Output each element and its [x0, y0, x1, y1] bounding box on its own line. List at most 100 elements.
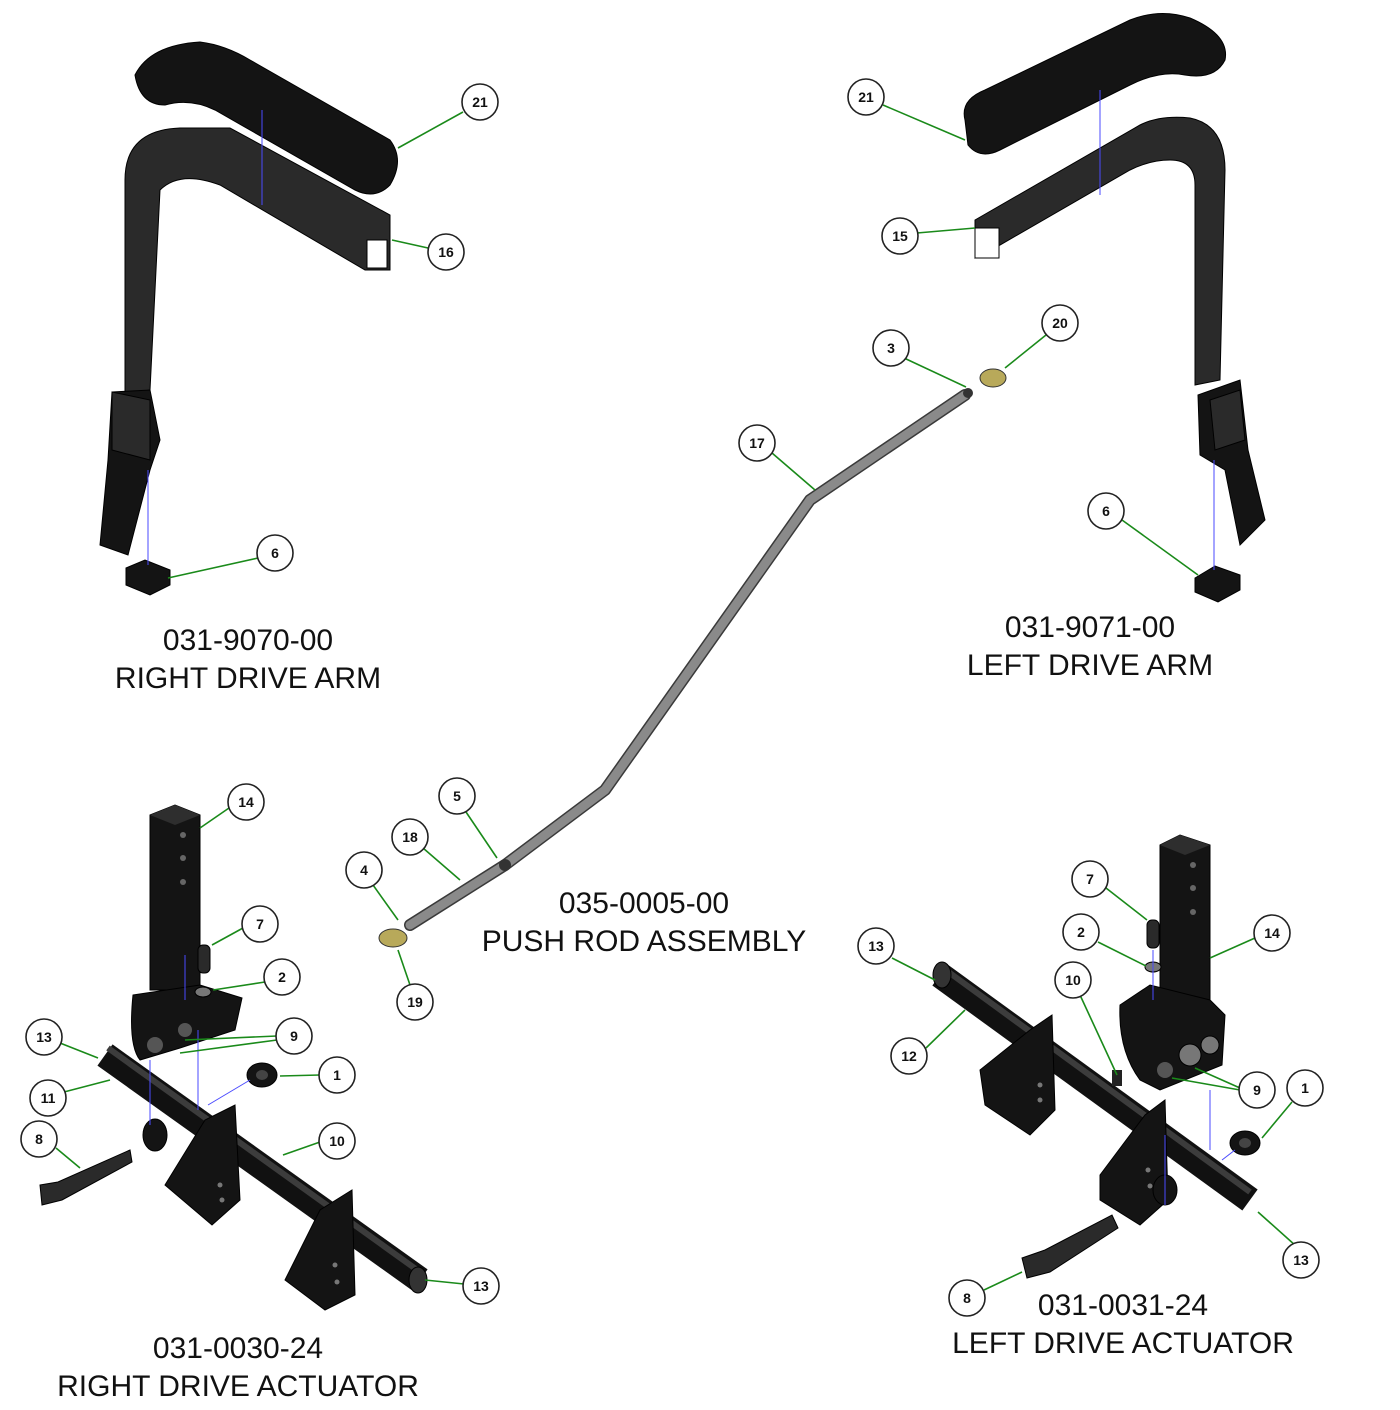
callout-balloon: 6: [1087, 492, 1125, 530]
right-bolt: [39, 1149, 133, 1206]
left-drive-actuator-name: LEFT DRIVE ACTUATOR: [952, 1327, 1294, 1360]
svg-text:14: 14: [238, 794, 254, 810]
svg-text:16: 16: [438, 244, 454, 260]
left-bracket: [1119, 984, 1226, 1091]
svg-text:12: 12: [901, 1048, 917, 1064]
svg-text:13: 13: [868, 938, 884, 954]
callout-balloon: 18: [391, 818, 429, 856]
right-plate-a: [164, 1104, 241, 1226]
callout-balloon: 9: [1238, 1071, 1276, 1109]
rod-end-bottom: [378, 928, 408, 948]
svg-text:21: 21: [858, 89, 874, 105]
callout-balloon: 10: [1054, 961, 1092, 999]
svg-text:13: 13: [1293, 1252, 1309, 1268]
right-cross-tube: [97, 1044, 428, 1291]
callout-balloon: 21: [461, 83, 499, 121]
svg-text:18: 18: [402, 829, 418, 845]
svg-text:15: 15: [892, 228, 908, 244]
svg-text:6: 6: [1102, 503, 1110, 519]
right-drive-actuator-pn: 031-0030-24: [153, 1332, 323, 1365]
svg-text:13: 13: [473, 1278, 489, 1294]
callout-balloon: 13: [462, 1267, 500, 1305]
callout-balloon: 7: [241, 905, 279, 943]
callout-balloon: 8: [948, 1279, 986, 1317]
callout-balloon: 2: [263, 958, 301, 996]
left-plate-a: [979, 1014, 1056, 1136]
left-pin: [1146, 919, 1160, 949]
svg-text:8: 8: [963, 1290, 971, 1306]
callout-balloon: 7: [1071, 860, 1109, 898]
left-cross-tube: [932, 964, 1258, 1211]
svg-text:9: 9: [290, 1028, 298, 1044]
callout-balloon: 9: [275, 1017, 313, 1055]
callout-balloon: 10: [318, 1122, 356, 1160]
callout-balloon: 20: [1041, 304, 1079, 342]
svg-text:7: 7: [1086, 871, 1094, 887]
leader-lines: [55, 104, 1297, 1291]
rod-collar: [499, 859, 511, 871]
callout-balloon: 14: [1253, 914, 1291, 952]
left-plug: [1194, 565, 1241, 603]
callout-balloon: 16: [427, 233, 465, 271]
push-rod-drawing: [378, 368, 1007, 948]
callout-balloon: 14: [227, 783, 265, 821]
callout-balloon: 6: [256, 534, 294, 572]
callout-balloon: 19: [396, 983, 434, 1021]
push-rod-pn: 035-0005-00: [559, 887, 729, 920]
callout-balloon: 2: [1062, 913, 1100, 951]
right-arm-tube: [124, 127, 391, 396]
svg-text:17: 17: [749, 435, 765, 451]
svg-text:10: 10: [1065, 972, 1081, 988]
svg-text:7: 7: [256, 916, 264, 932]
callout-balloon: 17: [738, 424, 776, 462]
left-drive-arm-drawing: [963, 13, 1266, 603]
right-drive-arm-drawing: [99, 41, 398, 596]
svg-text:5: 5: [453, 788, 461, 804]
right-drive-arm-pn: 031-9070-00: [163, 624, 333, 657]
left-grip: [963, 13, 1227, 155]
svg-text:4: 4: [360, 862, 368, 878]
svg-text:1: 1: [1301, 1080, 1309, 1096]
svg-text:19: 19: [407, 994, 423, 1010]
callout-balloon: 1: [1286, 1069, 1324, 1107]
svg-text:14: 14: [1264, 925, 1280, 941]
callout-balloon: 15: [881, 217, 919, 255]
left-drive-arm-name: LEFT DRIVE ARM: [967, 649, 1213, 682]
svg-text:2: 2: [278, 969, 286, 985]
svg-text:13: 13: [36, 1029, 52, 1045]
callout-balloon: 5: [438, 777, 476, 815]
callout-balloon: 1: [318, 1056, 356, 1094]
callout-balloon: 4: [345, 851, 383, 889]
svg-text:10: 10: [329, 1133, 345, 1149]
callout-balloon: 11: [29, 1079, 67, 1117]
right-tube-end: [366, 239, 388, 269]
rod-end-top: [979, 368, 1007, 388]
left-bolt: [1021, 1214, 1119, 1279]
right-pin: [197, 944, 211, 974]
callout-balloon: 21: [847, 78, 885, 116]
left-drive-actuator-pn: 031-0031-24: [1038, 1289, 1208, 1322]
right-drive-actuator-name: RIGHT DRIVE ACTUATOR: [57, 1370, 419, 1403]
svg-text:8: 8: [35, 1131, 43, 1147]
right-plug: [125, 559, 171, 596]
left-drive-actuator-drawing: [932, 834, 1261, 1279]
right-drive-arm-name: RIGHT DRIVE ARM: [115, 662, 381, 695]
right-drive-actuator-drawing: [39, 804, 428, 1311]
svg-text:6: 6: [271, 545, 279, 561]
callout-balloon: 13: [857, 927, 895, 965]
callout-balloon: 12: [890, 1037, 928, 1075]
left-arm-tube: [974, 116, 1226, 386]
push-rod-name: PUSH ROD ASSEMBLY: [482, 925, 807, 958]
svg-text:1: 1: [333, 1067, 341, 1083]
svg-text:21: 21: [472, 94, 488, 110]
svg-text:2: 2: [1077, 924, 1085, 940]
svg-text:11: 11: [41, 1090, 56, 1106]
callout-balloon: 3: [872, 329, 910, 367]
svg-text:20: 20: [1052, 315, 1068, 331]
svg-text:3: 3: [887, 340, 895, 356]
right-post: [149, 804, 201, 991]
right-grip: [134, 41, 398, 195]
svg-text:9: 9: [1253, 1082, 1261, 1098]
callout-balloon: 13: [25, 1018, 63, 1056]
